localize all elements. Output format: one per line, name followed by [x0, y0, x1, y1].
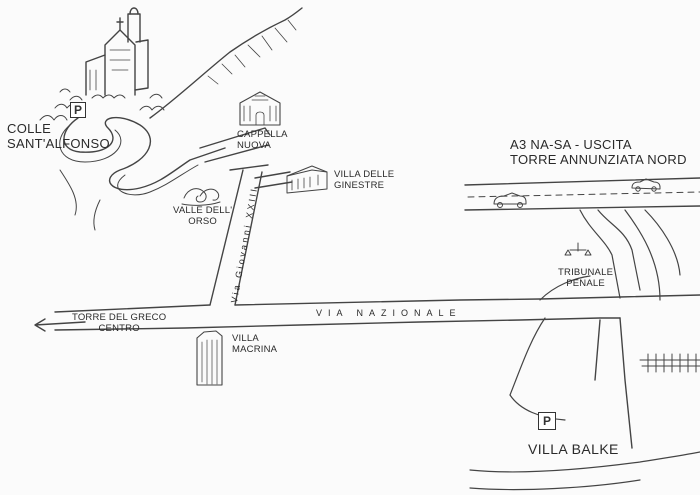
- label-line: ORSO: [188, 215, 218, 227]
- road-via-giovanni: [209, 169, 263, 306]
- motorway-center-dashes: [467, 191, 700, 198]
- road-to-tribunale: [509, 275, 591, 396]
- railway-ties: [647, 353, 697, 373]
- label-line: SANT'ALFONSO: [7, 135, 110, 151]
- hill-road-side: [59, 169, 101, 231]
- label-line: TRIBUNALE: [558, 267, 614, 278]
- road-upper: [199, 127, 271, 163]
- chapel-cappella-nuova-icon: [239, 91, 281, 126]
- label-line: VILLA DELLE: [334, 169, 395, 180]
- label-via-nazionale: VIA NAZIONALE: [316, 308, 462, 318]
- villa-macrina-tower-icon: [196, 330, 223, 386]
- label-line: VALLE DELL': [173, 205, 233, 216]
- parking-icon-colle: P: [70, 102, 86, 118]
- road-via-nazionale-top: [54, 294, 700, 313]
- road-via-giovanni-top: [229, 164, 269, 171]
- label-motorway-exit: A3 NA-SA - USCITA TORRE ANNUNZIATA NORD: [510, 137, 687, 168]
- label-line: TORRE DEL GRECO: [72, 312, 167, 323]
- arrow-left-icon: [34, 318, 86, 332]
- label-line: MACRINA: [232, 343, 278, 355]
- label-line: COLLE: [7, 121, 52, 136]
- label-line: CAPPELLA: [237, 129, 288, 140]
- label-villa-delle-ginestre: VILLA DELLE GINESTRE: [334, 169, 395, 192]
- road-via-nazionale-bottom: [54, 317, 621, 331]
- road-villa-balke: [594, 317, 633, 449]
- mountain-hatching: [207, 19, 297, 85]
- label-torre-del-greco: TORRE DEL GRECO CENTRO: [72, 312, 167, 335]
- church-colle-sant-alfonso-icon: [85, 7, 149, 96]
- villa-ginestre-icon: [286, 165, 328, 194]
- parking-icon-villa-balke: P: [538, 412, 556, 430]
- label-tribunale-penale: TRIBUNALE PENALE: [558, 267, 614, 290]
- mountain-outline: [149, 7, 303, 119]
- label-villa-balke: VILLA BALKE: [528, 441, 619, 457]
- motorway-a3: [464, 177, 700, 211]
- road-right-curve: [624, 209, 681, 301]
- label-villa-macrina: VILLA MACRINA: [232, 333, 278, 356]
- car-icon: [631, 178, 661, 192]
- label-valle-dell-orso: VALLE DELL' ORSO: [173, 205, 233, 228]
- label-line: A3 NA-SA - USCITA: [510, 137, 632, 152]
- railway: [639, 359, 700, 367]
- valle-dell-orso-icon: [181, 188, 221, 206]
- label-line: PENALE: [566, 277, 605, 289]
- hill-road: [63, 116, 226, 191]
- label-cappella-nuova: CAPPELLA NUOVA: [237, 129, 288, 152]
- label-line: CENTRO: [98, 322, 140, 334]
- label-line: GINESTRE: [334, 179, 385, 191]
- hill-road-edge: [59, 124, 199, 196]
- trees-hill: [39, 88, 165, 121]
- road-villa-balke-curve: [469, 394, 700, 491]
- label-line: NUOVA: [237, 139, 272, 151]
- label-colle-sant-alfonso: COLLE SANT'ALFONSO: [7, 121, 110, 152]
- exit-ramp: [579, 209, 641, 299]
- car-icon: [493, 192, 527, 208]
- scales-of-justice-icon: [564, 242, 592, 256]
- label-line: VILLA: [232, 333, 259, 344]
- label-line: TORRE ANNUNZIATA NORD: [510, 151, 687, 167]
